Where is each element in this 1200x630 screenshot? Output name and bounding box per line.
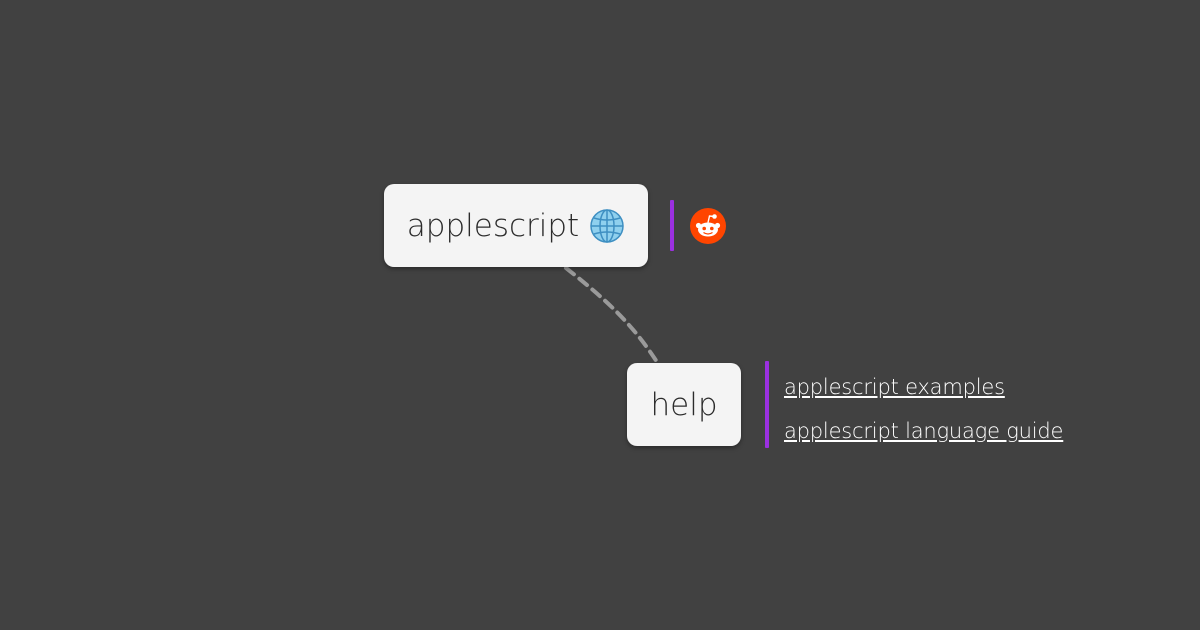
help-links: applescript examples applescript languag…: [784, 365, 1063, 453]
help-link-bar: [765, 361, 769, 448]
reddit-icon[interactable]: [690, 208, 726, 244]
link-applescript-language-guide[interactable]: applescript language guide: [784, 419, 1064, 443]
root-node-label: applescript: [406, 207, 580, 244]
root-link-bar: [670, 200, 674, 251]
root-node[interactable]: applescript: [384, 184, 648, 267]
help-node[interactable]: help: [627, 363, 741, 446]
globe-icon: [589, 208, 625, 244]
help-node-label: help: [650, 386, 718, 423]
link-applescript-examples[interactable]: applescript examples: [784, 375, 1005, 399]
